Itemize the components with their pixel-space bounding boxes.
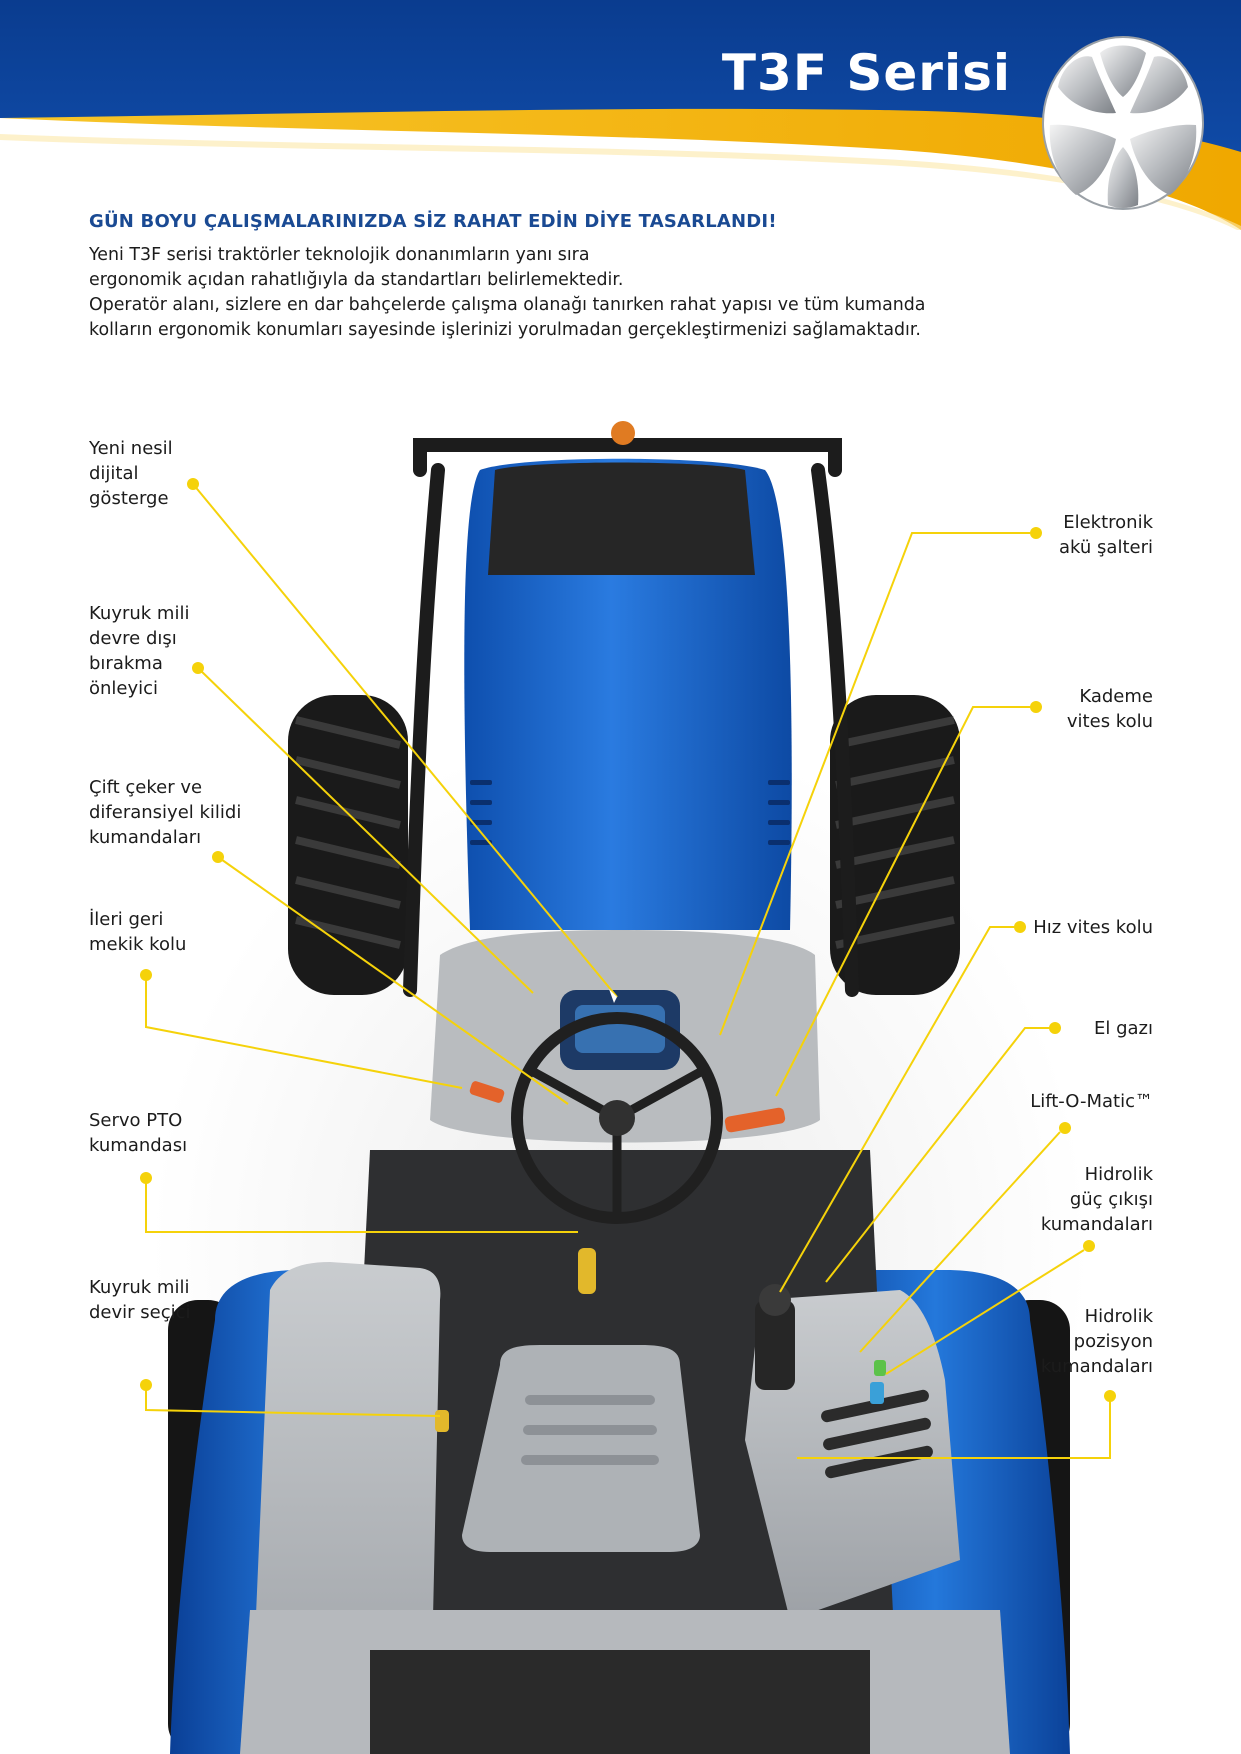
- range-lever: [724, 1107, 786, 1133]
- series-title: T3F Serisi: [721, 44, 1011, 102]
- callout-digital-display: Yeni nesil dijital gösterge: [89, 438, 173, 509]
- hood-top-panel: [488, 462, 755, 575]
- operator-seat: [462, 1345, 700, 1552]
- intro-line: Operatör alanı, sizlere en dar bahçelerd…: [89, 295, 926, 315]
- header-swoosh: [0, 0, 1241, 232]
- callout-position-controls: Hidrolik pozisyon kumandaları: [1040, 1306, 1153, 1377]
- rear-linkage: [370, 1650, 870, 1754]
- new-holland-leaf-logo-icon: [1042, 36, 1204, 210]
- callout-pto-disengage-guard: Kuyruk mili devre dışı bırakma önleyici: [89, 603, 190, 699]
- callout-shuttle-lever: İleri geri mekik kolu: [89, 909, 187, 955]
- intro-paragraph: Yeni T3F serisi traktörler teknolojik do…: [89, 243, 989, 343]
- front-left-tyre: [288, 695, 408, 995]
- pto-speed-selector-knob: [435, 1410, 449, 1432]
- intro-line: Yeni T3F serisi traktörler teknolojik do…: [89, 245, 590, 265]
- callout-4wd-difflock-controls: Çift çeker ve diferansiyel kilidi kumand…: [89, 777, 242, 848]
- steering-wheel: [511, 1012, 723, 1224]
- beacon-light: [611, 421, 635, 445]
- intro-line: kolların ergonomik konumları sayesinde i…: [89, 320, 921, 340]
- gear-lever: [755, 1300, 795, 1390]
- callout-battery-switch: Elektronik akü şalteri: [1059, 512, 1153, 558]
- callout-hand-throttle: El gazı: [1093, 1018, 1153, 1039]
- callout-servo-pto: Servo PTO kumandası: [89, 1110, 188, 1156]
- intro-line: ergonomik açıdan rahatlığıyla da standar…: [89, 270, 624, 290]
- hydraulic-knob: [874, 1360, 886, 1376]
- headline: GÜN BOYU ÇALIŞMALARINIZDA SİZ RAHAT EDİN…: [89, 211, 777, 232]
- pto-lever: [578, 1248, 596, 1294]
- header-band: T3F Serisi: [0, 0, 1241, 232]
- callout-hydraulic-remotes: Hidrolik güç çıkışı kumandaları: [1040, 1164, 1153, 1235]
- callout-range-lever: Kademe vites kolu: [1066, 686, 1153, 732]
- callout-pto-speed-selector: Kuyruk mili devir seçici: [89, 1277, 191, 1323]
- callout-gear-lever: Hız vites kolu: [1033, 917, 1153, 938]
- callout-lift-o-matic: Lift-O-Matic™: [1030, 1091, 1153, 1112]
- position-control-knob: [870, 1382, 884, 1404]
